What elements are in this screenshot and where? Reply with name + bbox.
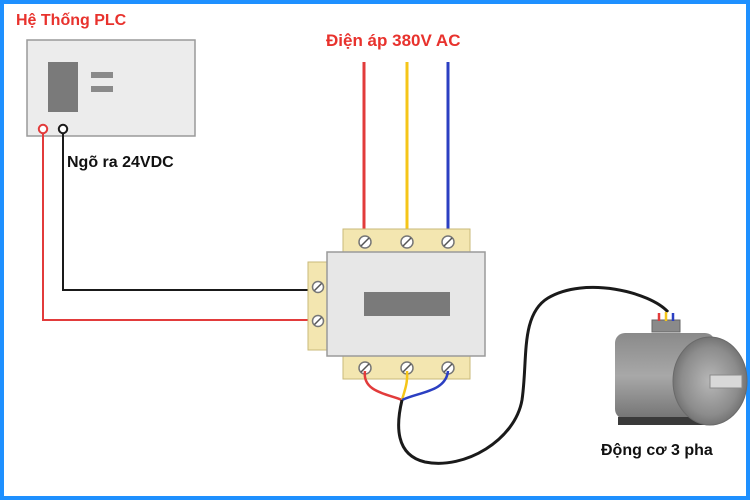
contactor-window [364, 292, 450, 316]
plc-indicator-bottom [91, 86, 113, 92]
plc-output-terminal-red [37, 123, 49, 135]
contactor-coil-screws [311, 280, 325, 328]
contactor-bottom-screws [358, 361, 455, 375]
control-wire-black [62, 133, 318, 291]
three-phase-motor [615, 312, 748, 426]
motor-label: Động cơ 3 pha [601, 442, 713, 459]
plc-title: Hệ Thống PLC [16, 12, 127, 29]
plc-output-label: Ngõ ra 24VDC [67, 154, 174, 171]
supply-title: Điện áp 380V AC [326, 31, 460, 50]
plc-indicator-top [91, 72, 113, 78]
contactor [307, 228, 486, 380]
plc-output-terminal-black [57, 123, 69, 135]
motor-terminal-box [651, 319, 681, 333]
control-wire-red [42, 133, 318, 321]
output-wire-t3 [401, 370, 450, 402]
plc-unit [26, 39, 196, 137]
plc-display-block [48, 62, 78, 112]
output-wire-t2 [400, 370, 409, 401]
contactor-top-screws [358, 235, 455, 249]
motor-shaft [709, 374, 743, 389]
motor-base [618, 417, 710, 425]
output-wire-t1 [363, 370, 403, 402]
motor-cable [397, 285, 670, 465]
